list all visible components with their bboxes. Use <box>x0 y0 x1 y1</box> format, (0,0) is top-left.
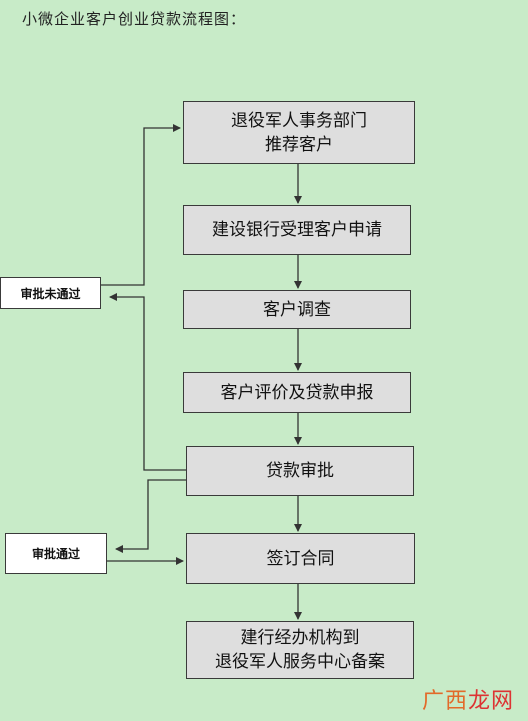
watermark-part1: 广西 <box>421 689 468 714</box>
step-loan-review: 贷款审批 <box>186 446 414 496</box>
step-evaluation: 客户评价及贷款申报 <box>183 372 411 413</box>
watermark-logo: 广西龙网 <box>422 683 514 715</box>
step-filing: 建行经办机构到 退役军人服务中心备案 <box>186 621 414 679</box>
side-box-approved: 审批通过 <box>5 533 107 574</box>
arrow-review-to-rejected <box>109 293 186 471</box>
arrow-rejected-to-step1 <box>101 124 181 286</box>
watermark-part2: 龙网 <box>467 689 514 714</box>
side-box-approved-label: 审批通过 <box>31 547 80 561</box>
step-referral-line2: 推荐客户 <box>265 134 333 155</box>
step-accept-application: 建设银行受理客户申请 <box>183 205 411 255</box>
step-customer-investigation-label: 客户调查 <box>263 299 331 320</box>
step-evaluation-label: 客户评价及贷款申报 <box>220 382 374 403</box>
step-sign-contract-label: 签订合同 <box>266 548 335 569</box>
step-referral: 退役军人事务部门 推荐客户 <box>183 101 415 164</box>
step-referral-line1: 退役军人事务部门 <box>231 110 367 131</box>
step-filing-line2: 退役军人服务中心备案 <box>215 652 385 672</box>
side-box-rejected: 审批未通过 <box>0 277 101 309</box>
arrow-review-to-approved <box>115 479 186 553</box>
page-title: 小微企业客户创业贷款流程图： <box>22 10 247 28</box>
side-box-rejected-label: 审批未通过 <box>20 286 81 301</box>
step-sign-contract: 签订合同 <box>186 533 415 584</box>
step-loan-review-label: 贷款审批 <box>266 461 334 481</box>
step-customer-investigation: 客户调查 <box>183 290 411 329</box>
step-filing-line1: 建行经办机构到 <box>240 628 360 648</box>
step-accept-application-label: 建设银行受理客户申请 <box>212 220 382 240</box>
